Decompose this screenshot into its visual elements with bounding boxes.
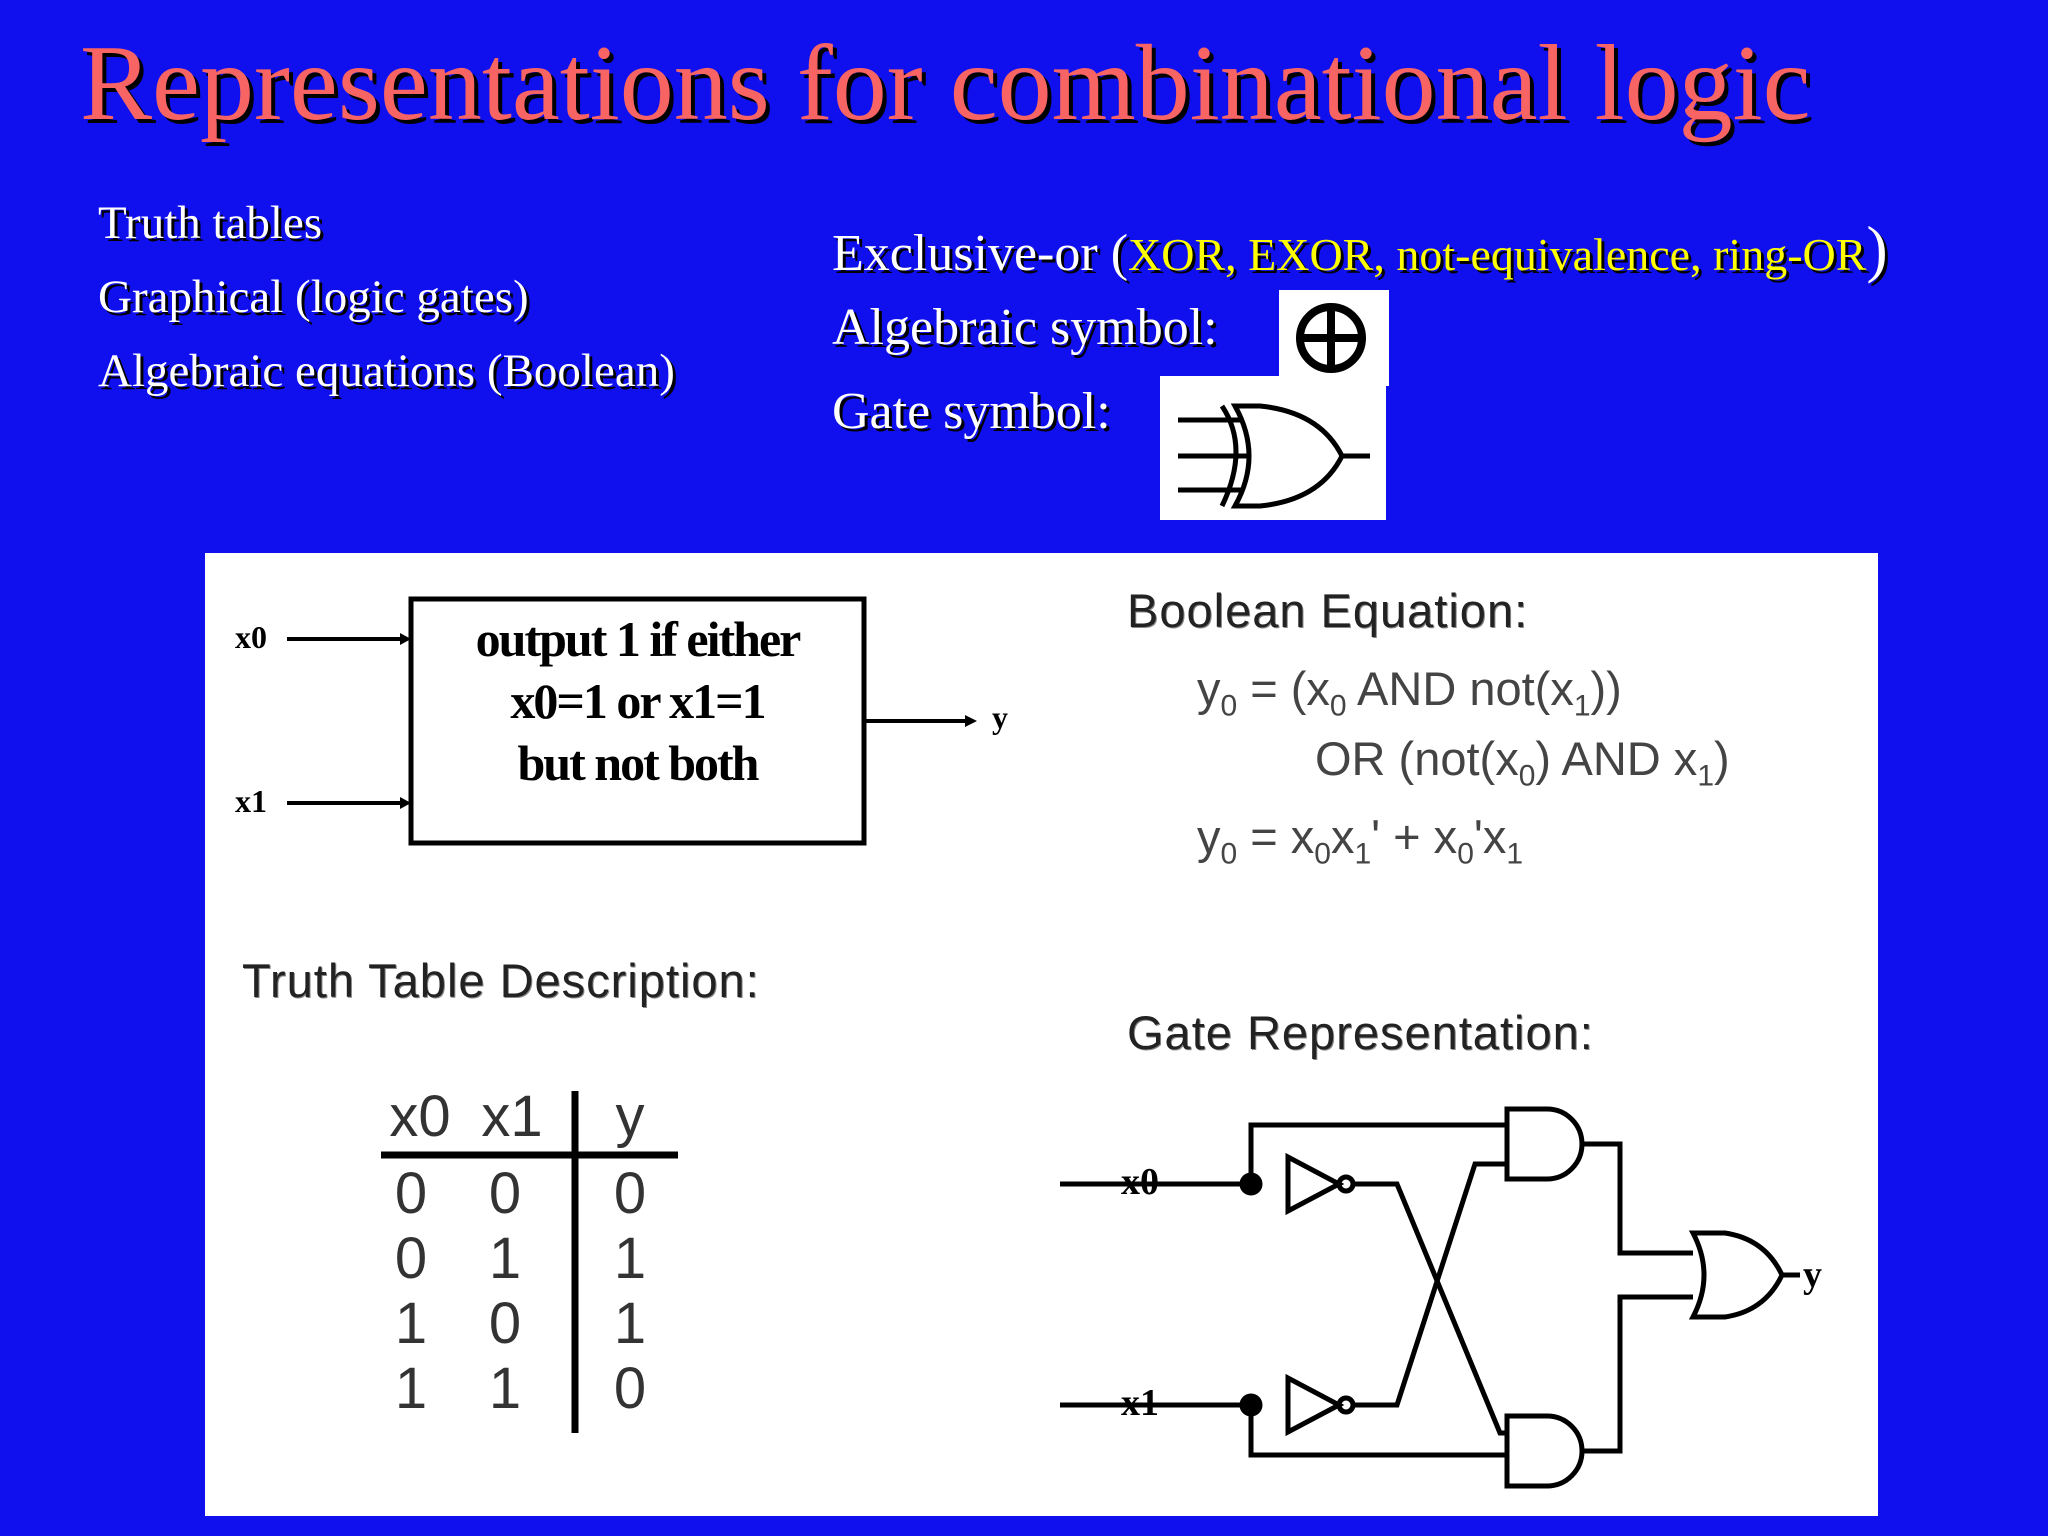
slide-title: Representations for combinational logic <box>80 24 1811 143</box>
block-line-3: but not both <box>517 735 760 791</box>
gate-input-x1: x1 <box>1121 1382 1159 1424</box>
table-cell: 1 <box>394 1291 428 1356</box>
table-cell: 0 <box>613 1356 647 1421</box>
block-line-1: output 1 if either <box>475 611 802 667</box>
tt-header-x1: x1 <box>481 1084 543 1149</box>
boolean-eq1-line1: y0 = (x0 AND not(x1)) <box>1197 662 1622 723</box>
xor-aliases: XOR, EXOR, not-equivalence, ring-OR <box>1128 229 1867 280</box>
tt-col-y: 0 1 1 0 <box>600 1161 660 1421</box>
gate-symbol-label: Gate symbol: <box>832 383 1111 440</box>
xor-gate-symbol-box <box>1160 376 1386 520</box>
block-input-x1: x1 <box>235 783 267 819</box>
block-diagram <box>287 596 965 846</box>
xor-gate-icon <box>1178 403 1370 509</box>
boolean-eq1-line2: OR (not(x0) AND x1) <box>1315 732 1730 793</box>
boolean-heading: Boolean Equation: <box>1127 584 1529 637</box>
block-description: output 1 if either x0=1 or x1=1 but not … <box>411 608 864 794</box>
xor-close-paren: ) <box>1866 213 1888 284</box>
table-cell: 0 <box>394 1161 428 1226</box>
table-cell: 0 <box>394 1226 428 1291</box>
block-output-y: y <box>992 699 1008 735</box>
oplus-icon <box>1296 303 1366 373</box>
table-cell: 0 <box>488 1161 522 1226</box>
arrow-head <box>400 633 411 645</box>
list-item: Graphical (logic gates) <box>98 271 529 323</box>
arrow-head <box>400 797 411 809</box>
gate-rep-heading: Gate Representation: <box>1127 1006 1594 1059</box>
diagram-drawing <box>287 596 1800 1489</box>
xor-lead: Exclusive-or ( <box>832 225 1129 282</box>
list-item: Algebraic equations (Boolean) <box>98 345 675 397</box>
table-cell: 1 <box>613 1226 647 1291</box>
oplus-symbol-box <box>1279 290 1389 386</box>
table-cell: 1 <box>488 1356 522 1421</box>
diagram-panel: x0 x1 y output 1 if either x0=1 or x1=1 … <box>205 553 1878 1516</box>
truth-table-lines <box>381 1091 678 1433</box>
table-cell: 0 <box>613 1161 647 1226</box>
gate-input-x0: x0 <box>1121 1161 1159 1203</box>
block-line-2: x0=1 or x1=1 <box>510 673 766 729</box>
algebraic-symbol-label: Algebraic symbol: <box>832 299 1218 356</box>
truth-table-heading: Truth Table Description: <box>242 954 760 1007</box>
block-input-x0: x0 <box>235 619 267 655</box>
arrow-head <box>965 715 977 727</box>
boolean-eq2: y0 = x0x1' + x0'x1 <box>1197 810 1524 871</box>
table-cell: 1 <box>488 1226 522 1291</box>
tt-header-x0: x0 <box>389 1084 451 1149</box>
table-cell: 1 <box>613 1291 647 1356</box>
table-cell: 1 <box>394 1356 428 1421</box>
gate-circuit <box>1060 1106 1800 1489</box>
table-cell: 0 <box>488 1291 522 1356</box>
xor-definition: Exclusive-or (XOR, EXOR, not-equivalence… <box>832 212 1888 286</box>
tt-col-x0: 0 0 1 1 <box>381 1161 441 1421</box>
tt-header-y: y <box>615 1084 645 1149</box>
list-item: Truth tables <box>98 197 323 249</box>
tt-col-x1: 0 1 0 1 <box>475 1161 535 1421</box>
representation-list: Truth tables Graphical (logic gates) Alg… <box>98 186 675 408</box>
gate-output-y: y <box>1803 1254 1822 1296</box>
